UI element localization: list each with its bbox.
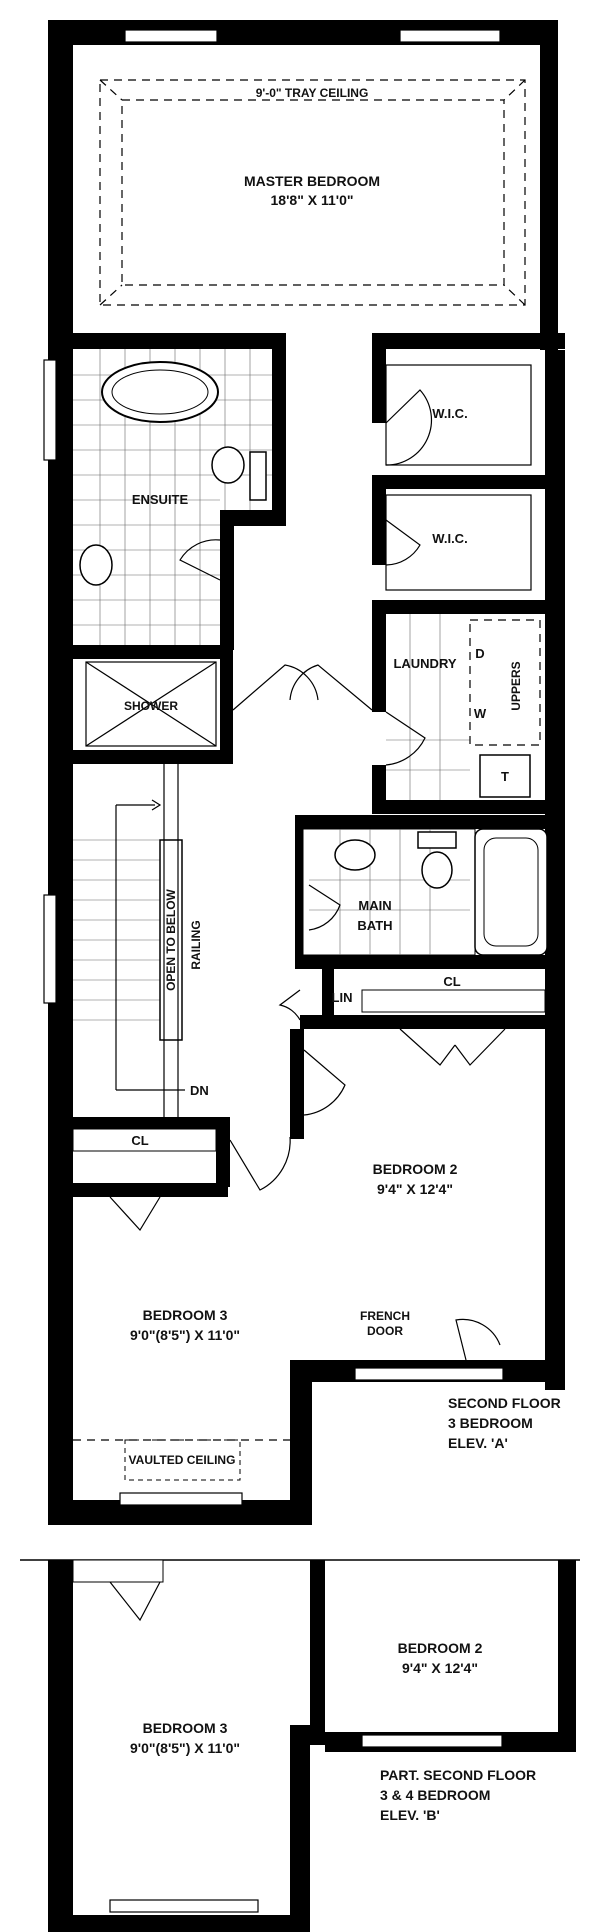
wic-2-label: W.I.C. [432, 531, 467, 546]
linen-label: LIN [332, 990, 353, 1005]
french-door-label-line2: DOOR [367, 1324, 403, 1338]
wall-right-mid [545, 350, 565, 1390]
master-bedroom-size: 18'8" X 11'0" [271, 192, 354, 208]
lower-bedroom-3-label: BEDROOM 3 [143, 1720, 228, 1736]
sink-icon [79, 544, 113, 586]
bedroom-2-label: BEDROOM 2 [373, 1161, 458, 1177]
linen-door[interactable] [278, 989, 301, 1021]
wic-1-door[interactable] [385, 389, 433, 466]
ensuite-door[interactable] [179, 539, 221, 581]
tray-ceiling-inner [121, 99, 505, 286]
bedroom-2-door[interactable] [303, 1049, 346, 1116]
open-to-below-label: OPEN TO BELOW [164, 888, 178, 990]
master-tray-ceiling-label: 9'-0" TRAY CEILING [256, 86, 369, 100]
bedroom-2-closet-door[interactable] [399, 1028, 506, 1066]
wall-step-bed3 [290, 1360, 312, 1525]
lower-bedroom-2-size: 9'4" X 12'4" [402, 1660, 478, 1676]
main-bath-door[interactable] [308, 884, 341, 931]
bedroom-2-walls [290, 1029, 501, 1361]
bedroom-3-closet-door[interactable] [109, 1196, 161, 1231]
window-bed3 [119, 1492, 243, 1506]
laundry-uppers [469, 619, 541, 746]
window-lower-bed3 [109, 1899, 259, 1913]
shower-label: SHOWER [124, 699, 178, 713]
bedroom-2-closet-label: CL [443, 974, 460, 989]
laundry-room: LAUNDRY D W UPPERS T [372, 614, 565, 814]
master-hall-door[interactable] [232, 664, 373, 711]
window-master-left [124, 29, 218, 43]
lower-bedroom-3-size: 9'0"(8'5") X 11'0" [130, 1740, 240, 1756]
bedroom-3-walls: CL [72, 1117, 304, 1481]
laundry-door[interactable] [385, 711, 426, 766]
main-bath-label-line1: MAIN [358, 898, 391, 913]
upper-caption-line1: SECOND FLOOR [448, 1395, 561, 1411]
upper-floor-plan: 9'-0" TRAY CEILING MASTER BEDROOM 18'8" … [43, 20, 565, 1525]
laundry-tub-label: T [501, 769, 509, 784]
stairwell: OPEN TO BELOW RAILING DN [73, 760, 209, 1130]
uppers-label: UPPERS [509, 661, 523, 710]
upper-caption-line3: ELEV. 'A' [448, 1435, 508, 1451]
tray-ceiling-outline [99, 79, 526, 306]
main-bath-sink-icon [334, 839, 376, 871]
laundry-label: LAUNDRY [393, 656, 456, 671]
washer-label: W [474, 706, 487, 721]
wall-master-ensuite [48, 333, 283, 349]
wall-right-upper [540, 20, 558, 350]
wall-left-upper [48, 20, 73, 1525]
window-stair [43, 894, 57, 1004]
wic-2-door[interactable] [385, 519, 421, 566]
dryer-label: D [475, 646, 484, 661]
french-door-label-line1: FRENCH [360, 1309, 410, 1323]
vaulted-ceiling-label: VAULTED CEILING [129, 1453, 236, 1467]
wall-master-wic [375, 333, 565, 349]
lower-bedroom-2-label: BEDROOM 2 [398, 1640, 483, 1656]
window-bed2 [354, 1367, 504, 1381]
main-bath-toilet-icon [421, 851, 453, 889]
lower-bedroom-3-closet-door[interactable] [109, 1581, 161, 1622]
ensuite-label: ENSUITE [132, 492, 189, 507]
window-master-right [399, 29, 501, 43]
lower-caption-line2: 3 & 4 BEDROOM [380, 1787, 490, 1803]
railing-label: RAILING [189, 920, 203, 969]
toilet-icon [211, 446, 245, 484]
bedroom-3-label: BEDROOM 3 [143, 1307, 228, 1323]
wic-1-label: W.I.C. [432, 406, 467, 421]
stair-down-label: DN [190, 1083, 209, 1098]
window-lower-bed2 [361, 1734, 503, 1748]
open-to-below-area [159, 839, 183, 1041]
linen-and-closet: LIN CL [278, 969, 565, 1066]
lower-caption-line3: ELEV. 'B' [380, 1807, 440, 1823]
ensuite-room: ENSUITE [73, 333, 286, 659]
wic-rooms: W.I.C. W.I.C. [372, 333, 565, 614]
bedroom-3-closet-label: CL [131, 1133, 148, 1148]
bedroom-3-door[interactable] [229, 1136, 291, 1191]
master-bedroom-label: MASTER BEDROOM [244, 173, 380, 189]
lower-caption-line1: PART. SECOND FLOOR [380, 1767, 536, 1783]
bedroom-2-size: 9'4" X 12'4" [377, 1181, 453, 1197]
bedroom-3-size: 9'0"(8'5") X 11'0" [130, 1327, 240, 1343]
upper-caption-line2: 3 BEDROOM [448, 1415, 533, 1431]
main-bath-room: MAIN BATH [295, 815, 565, 969]
french-door[interactable] [455, 1318, 501, 1361]
main-bath-label-line2: BATH [357, 918, 392, 933]
lower-floor-plan: BEDROOM 3 9'0"(8'5") X 11'0" BEDROOM 2 9… [20, 1559, 580, 1932]
shower-room: SHOWER [73, 645, 233, 764]
window-ensuite [43, 359, 57, 461]
